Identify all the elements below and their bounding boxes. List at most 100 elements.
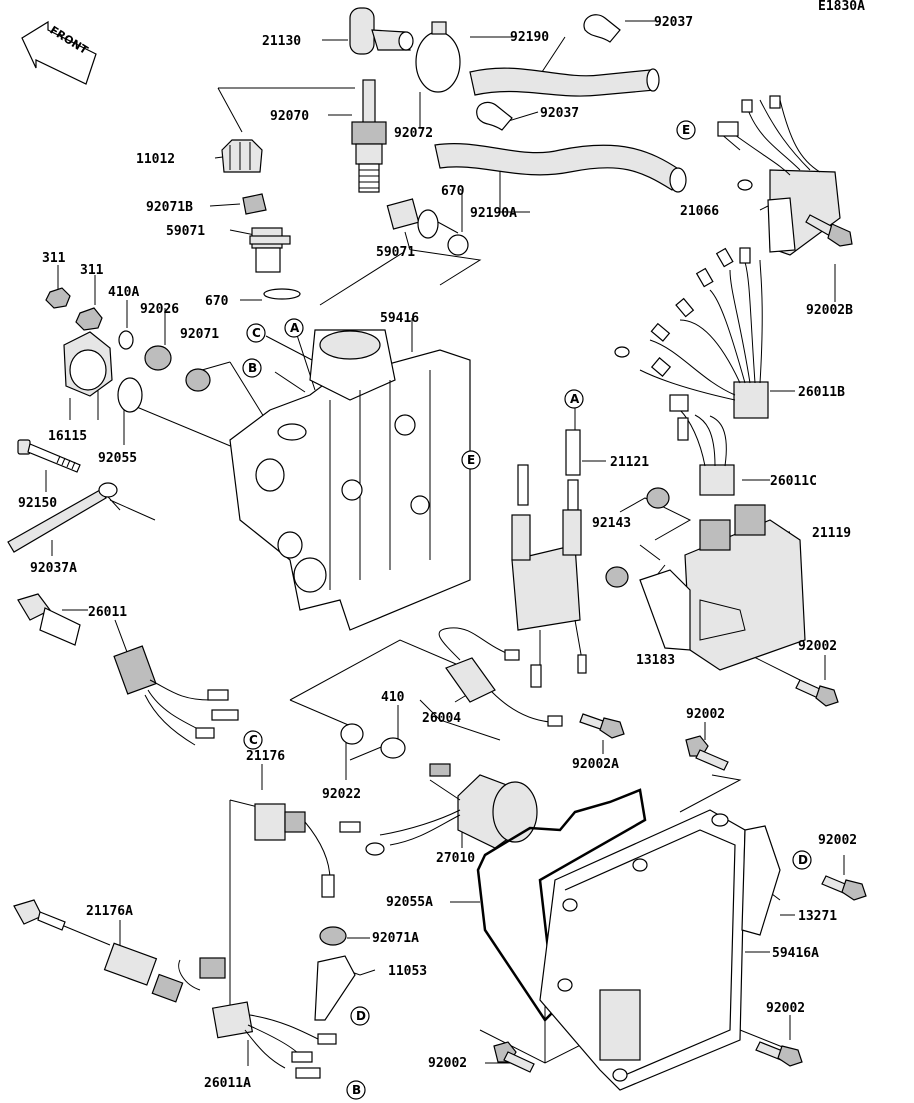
callout-letter: E — [682, 123, 690, 137]
part-label: 311 — [42, 251, 66, 266]
callout-letter: A — [290, 321, 300, 335]
bolt-right-2 — [821, 875, 867, 901]
bracket-11053 — [314, 955, 356, 1021]
callout-letter: C — [249, 733, 258, 747]
part-label: 16115 — [48, 429, 87, 444]
plug-16115 — [63, 331, 113, 397]
part-label: 92037 — [540, 106, 579, 121]
part-label: 21121 — [610, 455, 649, 470]
part-label: 92002 — [798, 639, 837, 654]
part-label: 92037A — [30, 561, 77, 576]
part-label: 26004 — [422, 711, 461, 726]
harness-26011C — [669, 394, 735, 496]
part-label: 92072 — [394, 126, 433, 141]
fitting-left — [249, 227, 291, 273]
part-label: 92026 — [140, 302, 179, 317]
sensor-26004 — [438, 627, 563, 727]
part-label: 92002 — [766, 1001, 805, 1016]
part-label: 92143 — [592, 516, 631, 531]
bolt-bottom-left — [493, 1041, 535, 1073]
part-label: 92071A — [372, 931, 419, 946]
bolt-right-3 — [755, 1041, 803, 1067]
bracket-13271 — [741, 825, 781, 936]
part-label: 311 — [80, 263, 104, 278]
connector-21176 — [254, 803, 335, 898]
cdi-unit — [684, 504, 806, 671]
part-label: 59071 — [166, 224, 205, 239]
regulator — [717, 95, 841, 256]
cable-tie — [7, 482, 118, 553]
callout-letter: C — [252, 326, 261, 340]
front-arrow-icon: FRONT — [21, 20, 97, 85]
part-label: 11012 — [136, 152, 175, 167]
callout-e-mid: E — [461, 450, 481, 470]
part-label: 670 — [205, 294, 229, 309]
part-label: 21176 — [246, 749, 285, 764]
harness-26011A — [178, 957, 337, 1079]
harness-26011B — [614, 247, 769, 419]
part-label: 59416A — [772, 946, 819, 961]
part-label: 26011A — [204, 1076, 251, 1091]
o-ring-92055 — [117, 377, 143, 413]
part-label: 92190 — [510, 30, 549, 45]
grommet-92071A — [319, 926, 347, 946]
collar-b — [605, 566, 629, 588]
part-label: 13183 — [636, 653, 675, 668]
collar-a — [646, 487, 670, 509]
cap — [221, 139, 263, 173]
callout-c-bottom: C — [243, 730, 263, 750]
spark-plug-cap — [349, 7, 414, 55]
part-label: 92190A — [470, 206, 517, 221]
bolt-92002A — [579, 713, 625, 739]
starter-relay — [339, 763, 538, 856]
bolt-92002B — [805, 214, 853, 247]
diagram-code: E1830A — [818, 0, 865, 14]
part-labels: 21130 92190 92037 92070 92072 92037 1101… — [18, 15, 857, 1091]
callout-a-mid: A — [564, 389, 584, 409]
part-label: 92022 — [322, 787, 361, 802]
hose-clamp-top — [583, 14, 621, 43]
part-label: 59416 — [380, 311, 419, 326]
part-label: 26011 — [88, 605, 127, 620]
sensor-26011 — [17, 593, 239, 746]
part-label: 21130 — [262, 34, 301, 49]
part-label: 92002B — [806, 303, 853, 318]
callout-letter: E — [467, 453, 475, 467]
part-label: 21176A — [86, 904, 133, 919]
hose-lower — [434, 143, 687, 193]
bracket-13183 — [639, 569, 691, 651]
callout-letter: D — [798, 853, 808, 867]
part-label: 92070 — [270, 109, 309, 124]
grommet-small — [242, 193, 267, 215]
ignition-coil — [511, 509, 587, 688]
callout-letter: A — [570, 392, 580, 406]
hose-upper — [469, 67, 660, 97]
callout-d-right: D — [792, 850, 812, 870]
washer-410A — [118, 330, 134, 350]
callout-letter: D — [356, 1009, 366, 1023]
part-label: 26011B — [798, 385, 845, 400]
part-label: 92071 — [180, 327, 219, 342]
callout-letter: B — [248, 361, 257, 375]
part-label: 21066 — [680, 204, 719, 219]
nut-b — [75, 307, 103, 331]
callout-b-top: B — [242, 358, 262, 378]
part-label: 27010 — [436, 851, 475, 866]
part-label: 11053 — [388, 964, 427, 979]
o-ring-top — [447, 234, 469, 256]
band-clip — [415, 21, 461, 93]
case-cover — [539, 809, 746, 1091]
fitting-middle — [386, 198, 439, 239]
callout-b-bottom: B — [346, 1080, 366, 1100]
callout-c-top: C — [246, 323, 266, 343]
gasket-92055A — [476, 788, 647, 1022]
washer-410 — [380, 737, 406, 759]
electrical-case — [229, 329, 471, 631]
part-label: 92071B — [146, 200, 193, 215]
sensor-21176A — [13, 899, 184, 1003]
grommet-92071 — [185, 368, 211, 392]
callout-letter: B — [352, 1083, 361, 1097]
part-label: 92055A — [386, 895, 433, 910]
bolt-center — [685, 735, 729, 771]
